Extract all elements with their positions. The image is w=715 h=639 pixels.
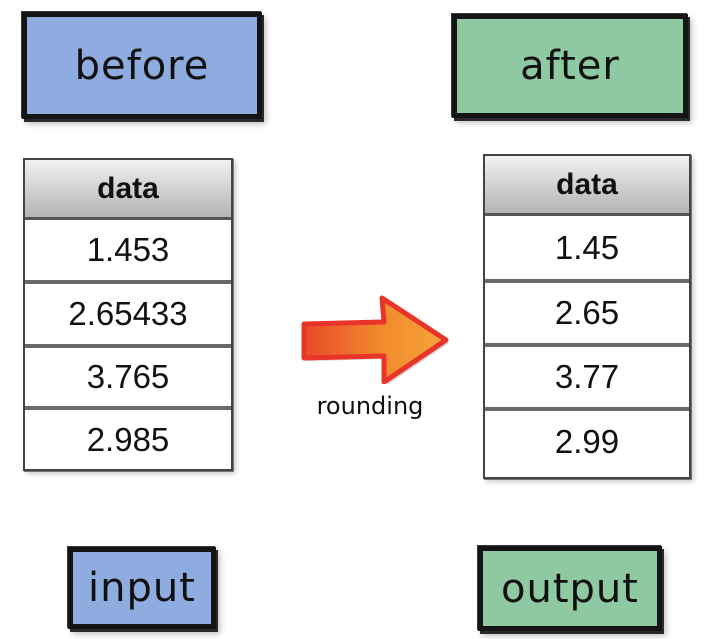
table-row: 2.65 <box>485 283 689 347</box>
after-label: after <box>452 14 688 118</box>
after-label-text: after <box>520 43 620 89</box>
rounding-label: rounding <box>316 392 424 420</box>
input-table-header: data <box>25 160 231 220</box>
table-row: 1.45 <box>485 216 689 283</box>
table-row: 1.453 <box>25 220 231 284</box>
output-label: output <box>478 546 662 631</box>
table-row: 2.99 <box>554 423 620 460</box>
arrow-body <box>301 295 449 385</box>
input-label: input <box>68 547 216 629</box>
output-table: data 1.45 2.65 3.77 2.99 <box>483 154 691 479</box>
right-arrow-icon <box>296 292 452 385</box>
table-row: 2.65433 <box>25 284 231 348</box>
before-label: before <box>22 12 262 119</box>
output-label-text: output <box>501 565 639 612</box>
before-label-text: before <box>74 42 210 89</box>
table-row: 3.765 <box>25 348 231 410</box>
output-table-header: data <box>485 156 689 216</box>
table-row: 2.985 <box>86 420 170 458</box>
input-table: data 1.453 2.65433 3.765 2.985 <box>23 158 233 471</box>
table-row: 3.77 <box>485 347 689 411</box>
input-label-text: input <box>88 565 196 611</box>
arrow-svg <box>301 295 449 385</box>
